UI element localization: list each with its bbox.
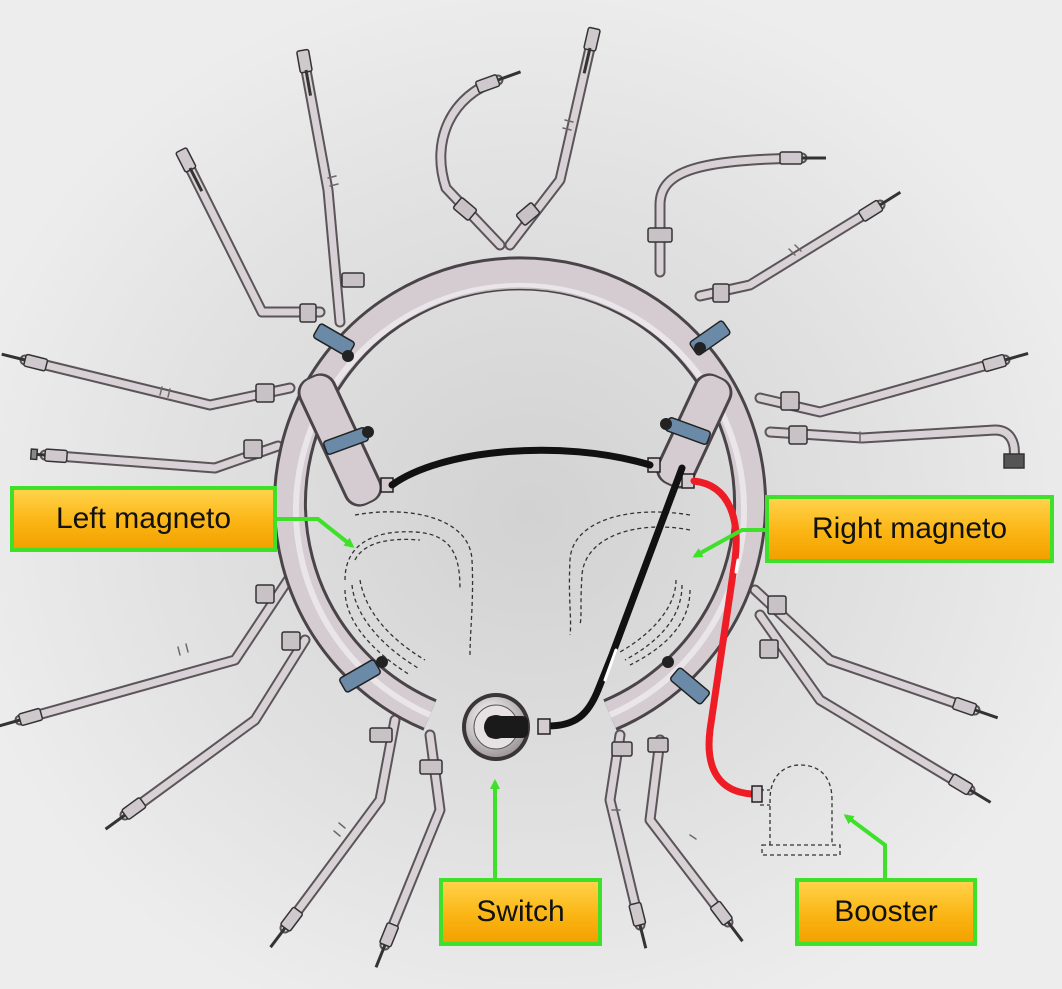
right-magneto-label: Right magneto: [765, 495, 1054, 563]
ring-brackets: [313, 320, 731, 705]
booster-lead: [690, 477, 756, 798]
callout-arrows: [276, 517, 887, 880]
left-magneto-label: Left magneto: [10, 486, 277, 552]
spark-plug-terminals: [0, 26, 1029, 968]
booster-terminal: [751, 785, 763, 803]
right-magneto: [568, 511, 691, 666]
magneto-lead-junctions: [297, 373, 733, 507]
spark-plug-leads: [14, 42, 1020, 951]
ignition-switch: [462, 693, 551, 761]
left-magneto: [344, 511, 474, 676]
primary-leads: [388, 446, 686, 730]
switch-label: Switch: [439, 878, 602, 946]
lead-clamps: [243, 197, 808, 775]
booster-label: Booster: [795, 878, 977, 946]
